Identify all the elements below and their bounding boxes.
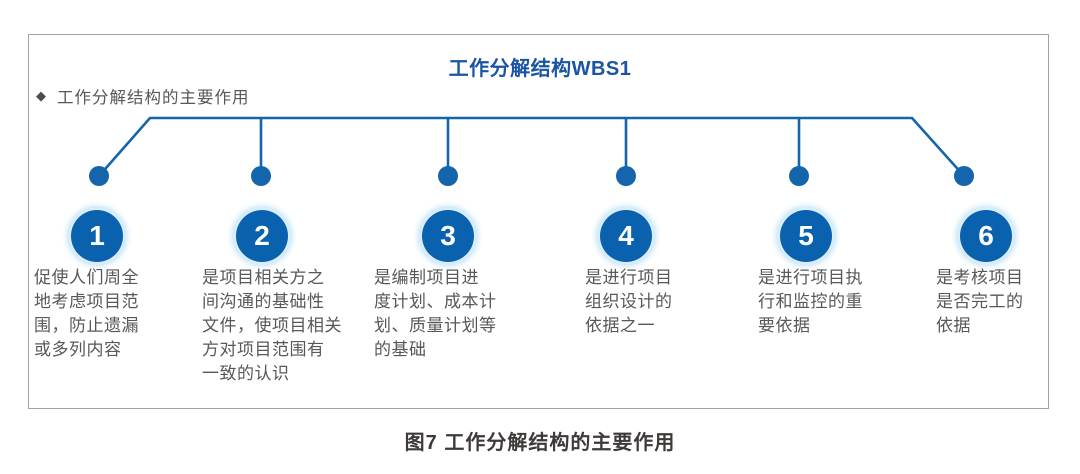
step-text-6: 是考核项目 是否完工的 依据 [936, 268, 1024, 335]
diagram-frame [28, 34, 1049, 409]
step-text-1: 促使人们周全 地考虑项目范 围，防止遗漏 或多列内容 [34, 268, 139, 359]
step-number: 3 [440, 220, 456, 251]
bullet-heading-label: 工作分解结构的主要作用 [57, 89, 250, 107]
step-badge-4: 4 [600, 210, 652, 262]
step-badge-1: 1 [71, 210, 123, 262]
step-badge-6: 6 [960, 210, 1012, 262]
step-number: 5 [798, 220, 814, 251]
figure-caption: 图7 工作分解结构的主要作用 [404, 432, 676, 454]
diamond-bullet-icon: ◆ [36, 88, 47, 103]
step-badge-3: 3 [422, 210, 474, 262]
diagram-title: 工作分解结构WBS1 [448, 58, 632, 80]
step-badge-2: 2 [236, 210, 288, 262]
step-number: 6 [978, 220, 994, 251]
step-text-5: 是进行项目执 行和监控的重 要依据 [758, 268, 863, 335]
step-number: 4 [618, 220, 634, 251]
step-number: 1 [89, 220, 105, 251]
bullet-heading-row: ◆ 工作分解结构的主要作用 [36, 84, 250, 108]
step-text-4: 是进行项目 组织设计的 依据之一 [585, 268, 673, 335]
step-number: 2 [254, 220, 270, 251]
step-text-2: 是项目相关方之 间沟通的基础性 文件，使项目相关 方对项目范围有 一致的认识 [202, 268, 342, 383]
step-text-3: 是编制项目进 度计划、成本计 划、质量计划等 的基础 [374, 268, 497, 359]
step-badge-5: 5 [780, 210, 832, 262]
